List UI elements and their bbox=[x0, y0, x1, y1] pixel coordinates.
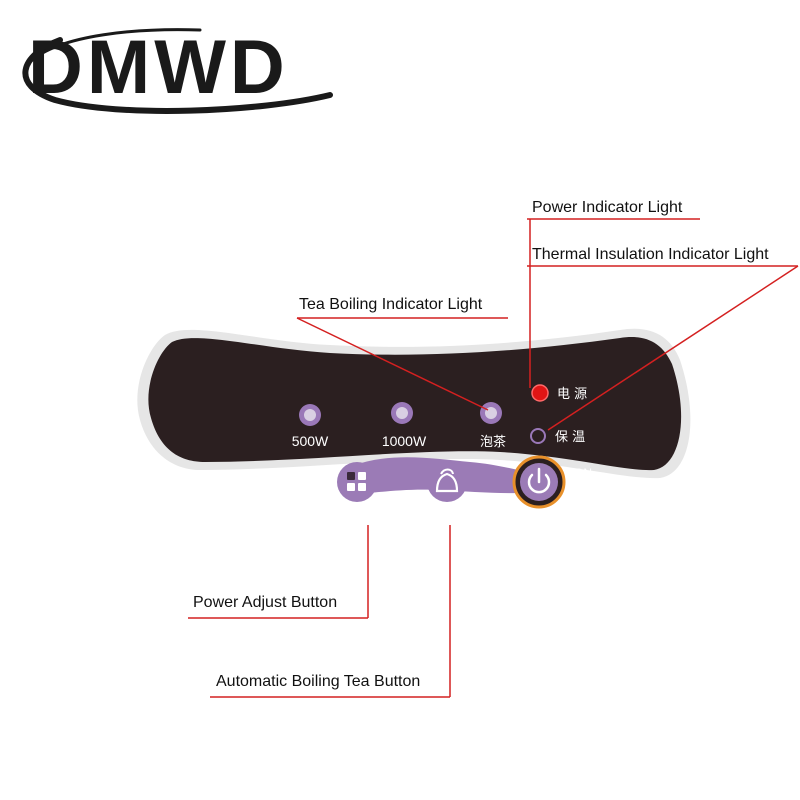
power-adjust-button-face[interactable] bbox=[337, 462, 377, 502]
auto-tea-label: 自动泡茶 bbox=[424, 510, 476, 526]
power-led: 电 源 bbox=[531, 384, 587, 402]
callout-power-adjust: Power Adjust Button bbox=[188, 525, 369, 619]
power-icon bbox=[527, 467, 551, 494]
power-button[interactable]: ON OFF bbox=[512, 455, 596, 509]
callout-leader bbox=[547, 265, 799, 431]
callout-thermal-indicator-text: Thermal Insulation Indicator Light bbox=[532, 246, 769, 263]
callout-auto-tea: Automatic Boiling Tea Button bbox=[210, 525, 451, 698]
keep-warm-led: 保 温 bbox=[530, 428, 585, 445]
panel-face bbox=[148, 337, 682, 471]
indicator-lens bbox=[396, 407, 408, 419]
indicator-tea: 泡茶 bbox=[480, 402, 506, 450]
callout-power-indicator: Power Indicator Light bbox=[527, 199, 700, 388]
callouts: Power Indicator Light Thermal Insulation… bbox=[188, 199, 799, 698]
power-level-label-1000w: 1000W bbox=[382, 433, 427, 449]
brand-logo: DMWD bbox=[22, 25, 333, 114]
logo-text: DMWD bbox=[28, 25, 289, 110]
keep-warm-led-label: 保 温 bbox=[555, 430, 585, 445]
power-adjust-label: 功率调节 bbox=[331, 510, 383, 526]
auto-tea-button-face[interactable] bbox=[427, 462, 467, 502]
callout-power-adjust-text: Power Adjust Button bbox=[193, 594, 337, 611]
auto-tea-button[interactable]: 自动泡茶 bbox=[424, 462, 476, 526]
callout-power-indicator-text: Power Indicator Light bbox=[532, 199, 683, 216]
tea-indicator-label: 泡茶 bbox=[480, 434, 506, 450]
power-adjust-button[interactable]: 功率调节 bbox=[331, 462, 383, 526]
keep-warm-led-dot bbox=[530, 428, 546, 444]
logo-swoosh-top bbox=[28, 28, 202, 64]
power-led-dot bbox=[531, 384, 549, 402]
indicator-500w: 500W bbox=[292, 404, 329, 449]
power-led-label: 电 源 bbox=[557, 387, 587, 402]
callout-thermal-indicator: Thermal Insulation Indicator Light bbox=[527, 246, 799, 431]
teapot-icon bbox=[435, 468, 459, 493]
indicator-1000w: 1000W bbox=[382, 402, 427, 449]
power-level-label-500w: 500W bbox=[292, 433, 329, 449]
control-panel: 500W 1000W 泡茶 电 源 保 温 bbox=[137, 328, 691, 526]
callout-auto-tea-text: Automatic Boiling Tea Button bbox=[216, 673, 420, 690]
off-label: OFF bbox=[572, 481, 596, 495]
callout-tea-indicator: Tea Boiling Indicator Light bbox=[296, 296, 508, 411]
on-label: ON bbox=[574, 466, 592, 480]
callout-leader bbox=[296, 317, 489, 411]
grid-icon bbox=[347, 472, 366, 491]
indicator-lens bbox=[304, 409, 316, 421]
callout-tea-indicator-text: Tea Boiling Indicator Light bbox=[299, 296, 483, 313]
